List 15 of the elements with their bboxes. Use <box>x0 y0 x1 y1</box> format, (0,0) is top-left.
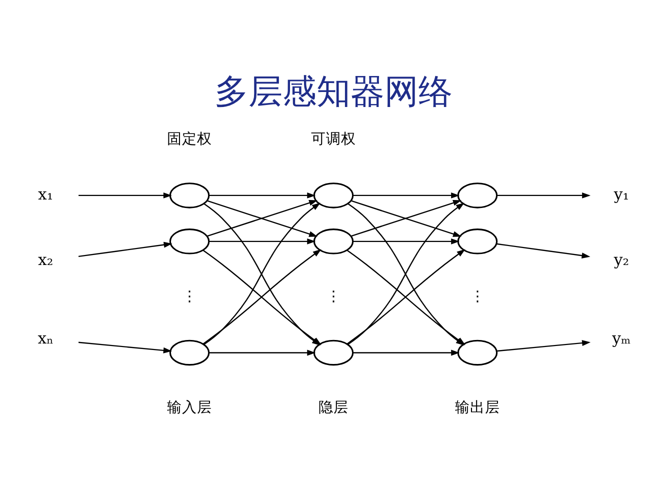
label: 隐层 <box>318 400 348 416</box>
node-text: yₘ <box>612 328 631 348</box>
node-text: x₁ <box>38 184 54 204</box>
label: 输入层 <box>167 400 212 416</box>
diagram-title: 多层感知器网络 <box>214 71 452 110</box>
label: 可调权 <box>311 131 356 148</box>
label: ⋮ <box>470 288 485 304</box>
node-text: xₙ <box>38 328 54 348</box>
node-text: y₁ <box>614 184 630 204</box>
label: 输出层 <box>454 400 500 416</box>
label: ⋮ <box>326 288 341 304</box>
label: ⋮ <box>182 288 197 304</box>
node-text: y₂ <box>614 249 630 268</box>
label: 固定权 <box>167 131 212 148</box>
node-text: x₂ <box>38 249 54 268</box>
